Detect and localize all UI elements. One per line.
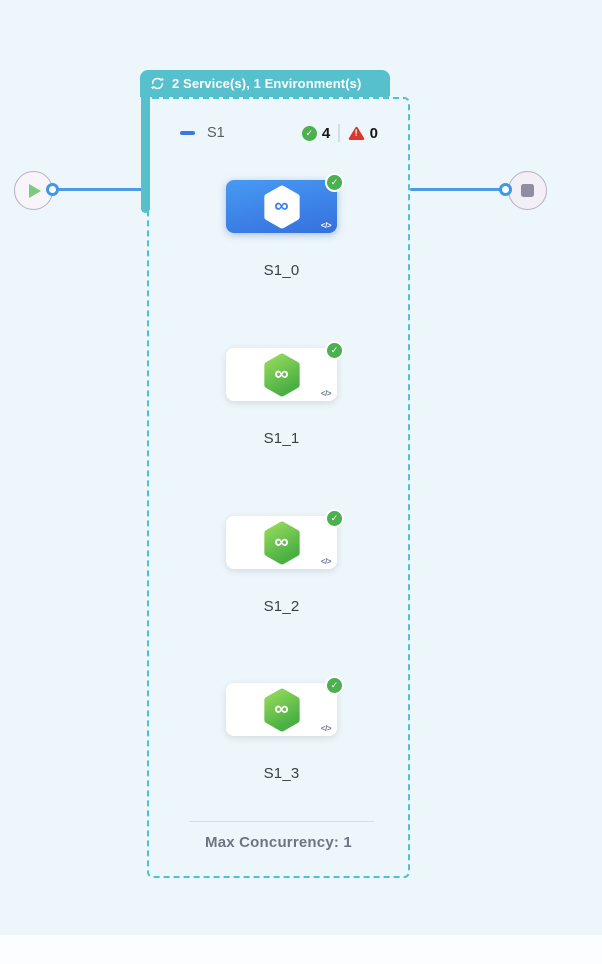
check-glyph: ✓ — [330, 345, 339, 355]
check-glyph: ✓ — [330, 513, 339, 523]
connector-dot-left — [46, 183, 59, 196]
step-card[interactable]: ∞ </> ✓ — [226, 676, 344, 736]
service-hexagon-icon: ∞ — [261, 520, 303, 566]
code-icon[interactable]: </> — [320, 557, 332, 566]
service-hexagon-icon: ∞ — [261, 352, 303, 398]
link-line-left — [52, 188, 148, 191]
step-success-badge: ✓ — [325, 341, 344, 360]
step-label: S1_1 — [263, 430, 300, 447]
step-success-badge: ✓ — [325, 676, 344, 695]
loop-icon — [150, 76, 165, 91]
step-s1-3: ∞ </> ✓ S1_3 — [226, 676, 344, 782]
collapse-icon[interactable] — [180, 131, 195, 135]
step-success-badge: ✓ — [325, 173, 344, 192]
success-count: 4 — [321, 124, 331, 142]
warning-glyph: ! — [354, 127, 358, 138]
play-icon — [29, 183, 41, 198]
service-hexagon-icon: ∞ — [261, 184, 303, 230]
infinity-glyph: ∞ — [274, 697, 289, 720]
warning-icon: ! — [348, 126, 365, 141]
infinity-glyph: ∞ — [274, 194, 289, 217]
step-card[interactable]: ∞ </> ✓ — [226, 173, 344, 233]
count-divider — [338, 124, 340, 142]
infinity-glyph: ∞ — [274, 362, 289, 385]
stop-icon — [521, 184, 534, 197]
success-count-icon: ✓ — [301, 125, 317, 141]
step-label: S1_0 — [263, 262, 300, 279]
check-glyph: ✓ — [330, 680, 339, 690]
step-label: S1_2 — [263, 598, 300, 615]
pipeline-end-node — [508, 171, 547, 210]
max-concurrency-label: Max Concurrency: 1 — [205, 834, 352, 851]
step-card[interactable]: ∞ </> ✓ — [226, 341, 344, 401]
service-hexagon-icon: ∞ — [261, 687, 303, 733]
error-count: 0 — [369, 124, 378, 142]
code-icon[interactable]: </> — [320, 389, 332, 398]
services-environments-label: 2 Service(s), 1 Environment(s) — [172, 76, 362, 91]
check-glyph: ✓ — [330, 177, 339, 187]
step-s1-0: ∞ </> ✓ S1_0 — [226, 173, 344, 279]
check-glyph: ✓ — [305, 127, 314, 138]
step-s1-1: ∞ </> ✓ S1_1 — [226, 341, 344, 447]
step-label: S1_3 — [263, 765, 300, 782]
step-success-badge: ✓ — [325, 509, 344, 528]
stage-group-container: S1 ✓ 4 ! 0 — [147, 97, 410, 878]
step-card[interactable]: ∞ </> ✓ — [226, 509, 344, 569]
footer-divider — [189, 821, 374, 822]
code-icon[interactable]: </> — [320, 724, 332, 733]
stage-header: S1 ✓ 4 ! 0 — [149, 120, 408, 146]
connector-dot-right — [499, 183, 512, 196]
bottom-band — [0, 935, 602, 964]
services-environments-badge[interactable]: 2 Service(s), 1 Environment(s) — [140, 70, 390, 97]
stage-title[interactable]: S1 — [207, 125, 225, 141]
infinity-glyph: ∞ — [274, 530, 289, 553]
code-icon[interactable]: </> — [320, 221, 332, 230]
stage-selection-strip — [141, 96, 150, 213]
link-line-right — [410, 188, 506, 191]
step-s1-2: ∞ </> ✓ S1_2 — [226, 509, 344, 615]
